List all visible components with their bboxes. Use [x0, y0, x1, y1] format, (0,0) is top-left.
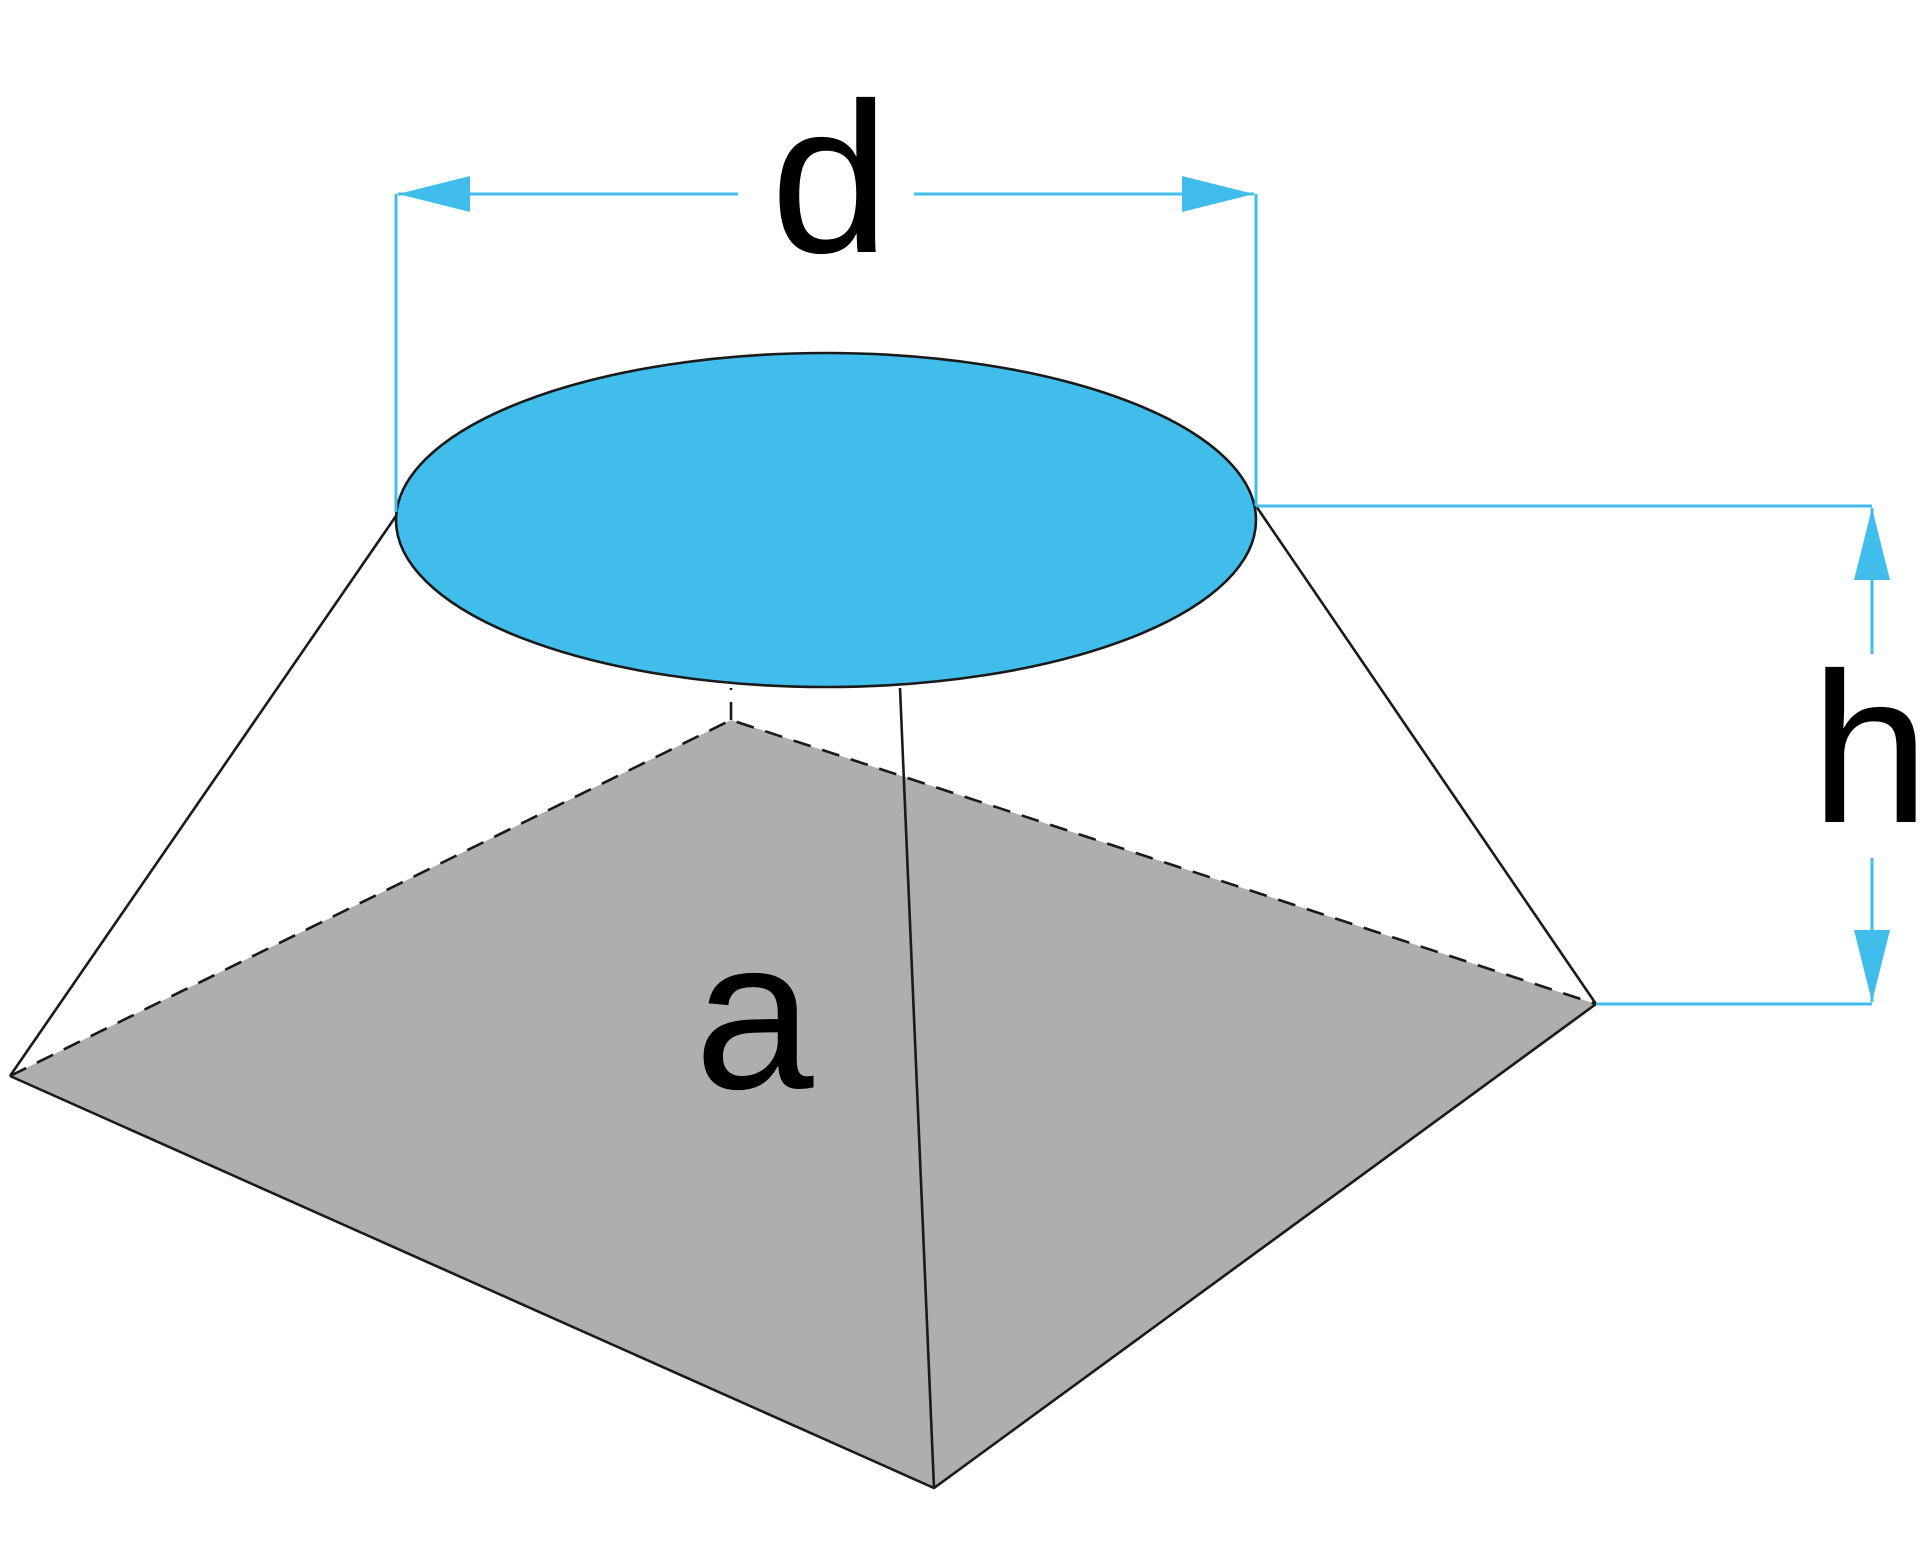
dimension-h: h — [1256, 504, 1920, 1006]
a-label: a — [694, 895, 814, 1134]
lateral-edge-left — [8, 515, 398, 1077]
base-face — [10, 720, 1596, 1488]
top-face — [394, 351, 1258, 689]
lateral-edge-front — [898, 687, 936, 1489]
h-label: h — [1810, 629, 1920, 868]
d-label: d — [770, 59, 889, 298]
dimension-d: d — [394, 59, 1258, 512]
d-arrow-left — [398, 176, 470, 212]
h-arrow-bottom — [1854, 930, 1890, 1002]
base-hidden-edges — [9, 718, 1597, 1078]
d-arrow-right — [1182, 176, 1254, 212]
h-arrow-top — [1854, 508, 1890, 580]
lateral-edge-right — [1254, 505, 1598, 1005]
